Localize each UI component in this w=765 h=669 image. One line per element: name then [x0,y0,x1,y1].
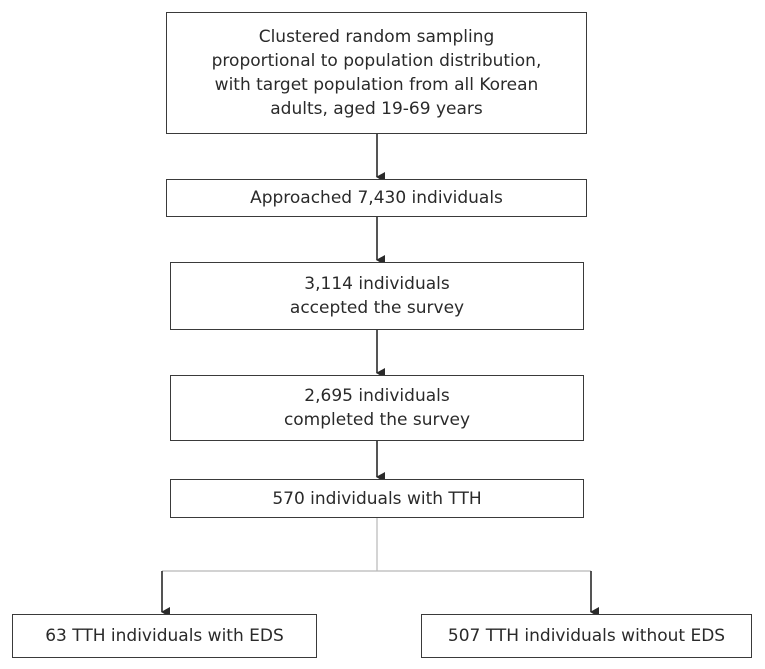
approached-line-1: Approached 7,430 individuals [250,188,503,208]
tth-line-1: 570 individuals with TTH [272,488,482,509]
accepted-line-2: accepted the survey [289,298,465,318]
sampling-line-3: with target population from all Korean [214,75,539,95]
sampling-line-2: proportional to population distribution, [211,51,542,71]
completed-line-2: completed the survey [283,410,471,430]
completed-line-1: 2,695 individuals [304,386,450,406]
accepted-line-1: 3,114 individuals [304,274,450,294]
sampling-box: Clustered random sampling proportional t… [166,12,587,134]
sampling-line-4: adults, aged 19-69 years [270,99,483,119]
completed-box: 2,695 individuals completed the survey [170,375,584,441]
with-eds-box: 63 TTH individuals with EDS [12,614,317,658]
without-eds-line-1: 507 TTH individuals without EDS [447,626,726,646]
approached-box: Approached 7,430 individuals [166,179,587,217]
accepted-box: 3,114 individuals accepted the survey [170,262,584,330]
with-eds-line-1: 63 TTH individuals with EDS [45,626,284,646]
without-eds-box: 507 TTH individuals without EDS [421,614,752,658]
tth-box: 570 individuals with TTH [170,479,584,518]
sampling-line-1: Clustered random sampling [258,27,495,47]
